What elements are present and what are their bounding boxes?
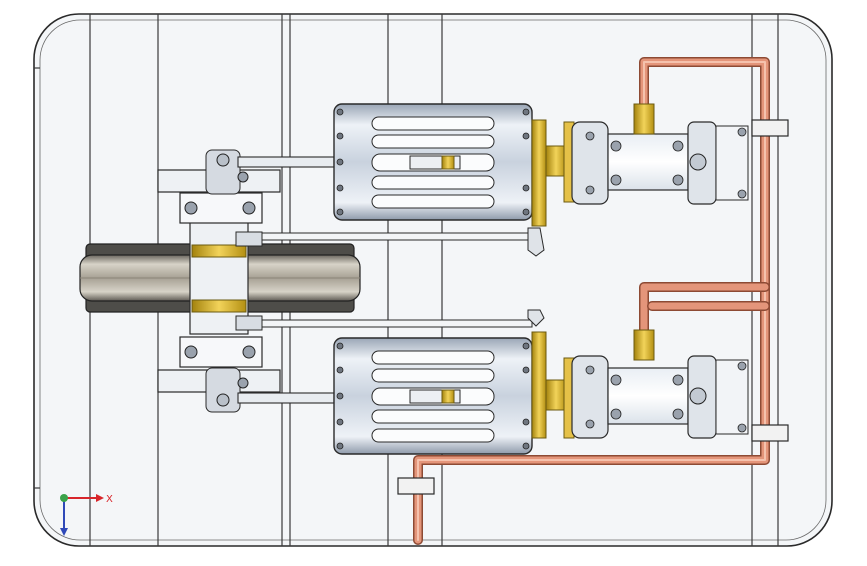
eccentric-rod-bottom[interactable] [261, 309, 545, 328]
cylinder-bottom[interactable] [333, 337, 533, 455]
pipe-clip [397, 119, 789, 495]
brass-fitting-top [531, 119, 575, 227]
steam-pipe[interactable] [413, 57, 770, 545]
valve-chest-bottom[interactable] [571, 329, 749, 439]
brass-fitting-bottom [531, 331, 575, 439]
eccentric-rod-top[interactable] [261, 227, 545, 257]
valve-chest-top[interactable] [571, 103, 749, 205]
main-bearing-top[interactable] [157, 149, 281, 224]
connecting-rod-top[interactable] [237, 156, 335, 168]
connecting-rod-bottom[interactable] [237, 392, 335, 404]
cylinder-top[interactable] [333, 103, 533, 221]
main-bearing-bottom[interactable] [157, 336, 281, 413]
axis-x-label: X [106, 494, 113, 505]
axis-triad: X [60, 494, 113, 536]
crankshaft[interactable] [189, 221, 263, 335]
